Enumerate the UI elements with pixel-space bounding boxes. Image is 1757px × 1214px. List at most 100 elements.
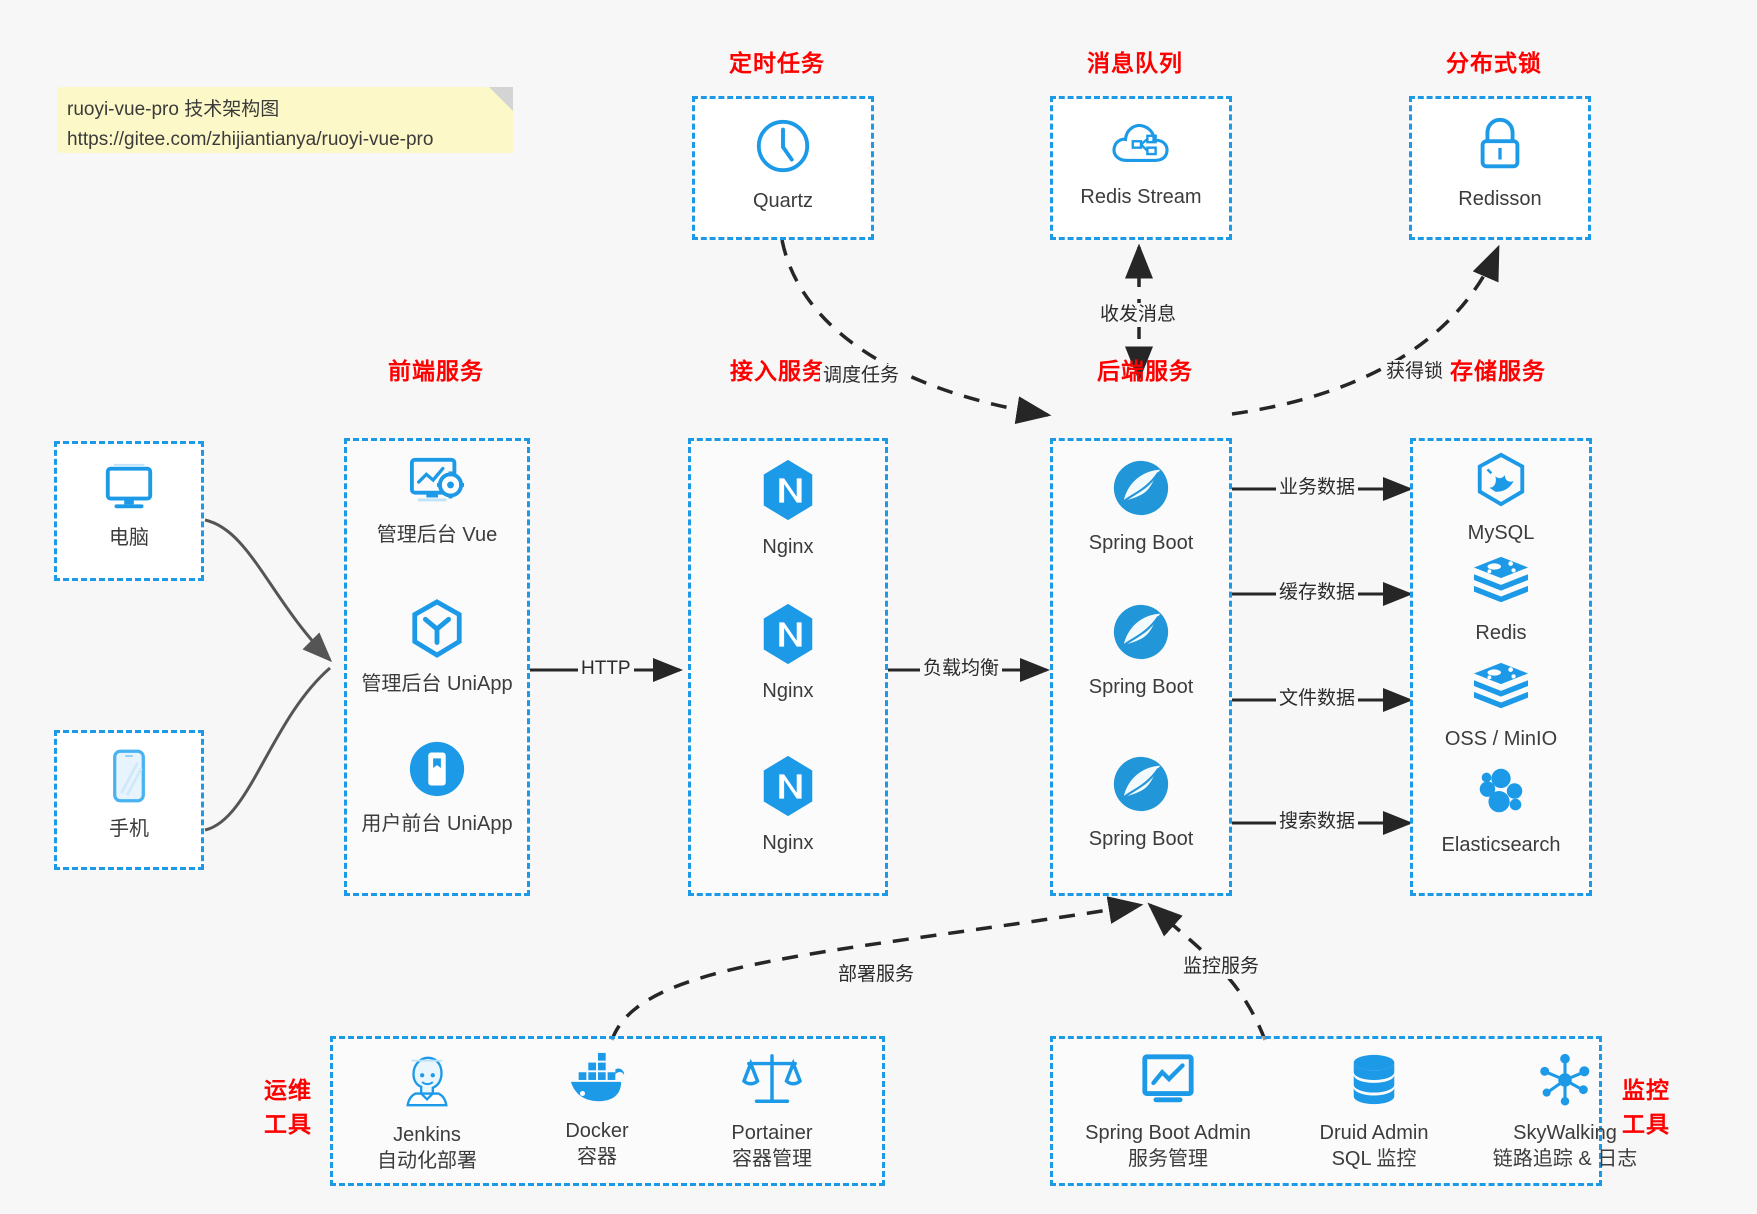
node-label: Elasticsearch	[1441, 834, 1561, 856]
node-admin-vue[interactable]: 管理后台 Vue	[347, 455, 527, 548]
backend-box: Spring Boot Spring Boot Spring Boot	[1050, 438, 1232, 896]
node-portainer[interactable]: Portainer 容器管理	[687, 1051, 857, 1172]
node-jenkins[interactable]: Jenkins 自动化部署	[347, 1051, 507, 1174]
nginx-icon	[691, 457, 885, 528]
monitor-chart-icon	[1063, 1051, 1273, 1114]
node-nginx-3[interactable]: Nginx	[691, 753, 885, 856]
spring-boot-icon	[1053, 457, 1229, 524]
node-label: Druid Admin	[1319, 1122, 1429, 1144]
devops-title-line1: 运维	[264, 1077, 312, 1103]
node-nginx-1[interactable]: Nginx	[691, 457, 885, 560]
edge-label-monitor-service: 监控服务	[1180, 955, 1263, 979]
node-spring-boot-admin[interactable]: Spring Boot Admin 服务管理	[1063, 1051, 1273, 1172]
node-label: Spring Boot Admin	[1085, 1122, 1251, 1144]
node-label: 管理后台 Vue	[376, 524, 498, 546]
database-stack-icon	[1289, 1051, 1459, 1114]
node-sublabel: 容器	[577, 1146, 617, 1168]
node-label: Nginx	[762, 832, 814, 854]
node-label: 用户前台 UniApp	[361, 813, 513, 835]
node-redisson[interactable]: Redisson	[1412, 115, 1588, 212]
node-label: Jenkins	[393, 1124, 461, 1146]
padlock-icon	[1412, 115, 1588, 180]
node-label: Nginx	[762, 680, 814, 702]
node-spring-boot-1[interactable]: Spring Boot	[1053, 457, 1229, 556]
node-elasticsearch[interactable]: Elasticsearch	[1413, 763, 1589, 858]
edge-label-schedule-task: 调度任务	[820, 364, 903, 388]
node-label: Redisson	[1458, 188, 1542, 210]
node-label: 手机	[109, 818, 149, 840]
node-label: Spring Boot	[1088, 532, 1194, 554]
edge-label-deploy-service: 部署服务	[835, 963, 918, 987]
portainer-icon	[687, 1051, 857, 1114]
node-label: OSS / MinIO	[1444, 728, 1558, 750]
node-skywalking[interactable]: SkyWalking 链路追踪 & 日志	[1465, 1051, 1665, 1172]
note-url: https://gitee.com/zhijiantianya/ruoyi-vu…	[67, 129, 434, 150]
nginx-icon	[691, 753, 885, 824]
node-docker[interactable]: Docker 容器	[517, 1051, 677, 1170]
node-druid-admin[interactable]: Druid Admin SQL 监控	[1289, 1051, 1459, 1172]
clock-icon	[695, 115, 871, 182]
dashboard-gear-icon	[347, 455, 527, 516]
frontend-box: 管理后台 Vue 管理后台 UniApp 用户前台 UniApp	[344, 438, 530, 896]
devops-title-line2: 工具	[264, 1111, 312, 1137]
node-user-uniapp[interactable]: 用户前台 UniApp	[347, 738, 527, 837]
edge-label-file-data: 文件数据	[1276, 687, 1359, 711]
node-sublabel: 容器管理	[732, 1148, 812, 1170]
edge-label-business-data: 业务数据	[1276, 476, 1359, 500]
group-title-storage: 存储服务	[1450, 358, 1546, 384]
note-title: ruoyi-vue-pro 技术架构图	[67, 99, 280, 120]
node-label: Spring Boot	[1088, 676, 1194, 698]
jenkins-icon	[347, 1051, 507, 1116]
node-oss-minio[interactable]: OSS / MinIO	[1413, 659, 1589, 752]
node-desktop[interactable]: 电脑	[57, 460, 201, 551]
node-label: Docker	[565, 1120, 629, 1142]
node-spring-boot-2[interactable]: Spring Boot	[1053, 601, 1229, 700]
skywalking-icon	[1465, 1051, 1665, 1114]
spring-boot-icon	[1053, 753, 1229, 820]
node-label: Nginx	[762, 536, 814, 558]
monitor-title-line2: 工具	[1622, 1111, 1670, 1137]
storage-box: MySQL Redis	[1410, 438, 1592, 896]
spring-boot-icon	[1053, 601, 1229, 668]
edge-label-send-receive-msg: 收发消息	[1097, 303, 1180, 327]
node-quartz[interactable]: Quartz	[695, 115, 871, 214]
node-label: Redis	[1475, 622, 1527, 644]
node-phone[interactable]: 手机	[57, 747, 201, 842]
monitor-title-line1: 监控	[1622, 1077, 1670, 1103]
node-mysql[interactable]: MySQL	[1413, 451, 1589, 546]
edge-label-http: HTTP	[578, 657, 634, 681]
edge-label-cache-data: 缓存数据	[1276, 581, 1359, 605]
client-desktop-box: 电脑	[54, 441, 204, 581]
node-label: 电脑	[109, 527, 149, 549]
node-sublabel: 自动化部署	[377, 1150, 477, 1172]
node-admin-uniapp[interactable]: 管理后台 UniApp	[347, 598, 527, 697]
redis-icon	[1413, 659, 1589, 720]
mobile-app-icon	[347, 738, 527, 805]
node-label: SkyWalking	[1513, 1122, 1617, 1144]
mysql-icon	[1413, 451, 1589, 514]
scheduler-box: Quartz	[692, 96, 874, 240]
node-spring-boot-3[interactable]: Spring Boot	[1053, 753, 1229, 852]
group-title-monitor: 监控 工具	[1616, 1073, 1676, 1141]
node-label: Quartz	[752, 190, 814, 212]
node-sublabel: 链路追踪 & 日志	[1492, 1148, 1638, 1170]
group-title-frontend: 前端服务	[388, 358, 484, 384]
docker-icon	[517, 1051, 677, 1112]
node-label: MySQL	[1467, 522, 1535, 544]
nginx-icon	[691, 601, 885, 672]
note-folded-corner	[489, 87, 513, 111]
diagram-note: ruoyi-vue-pro 技术架构图 https://gitee.com/zh…	[57, 87, 513, 153]
node-nginx-2[interactable]: Nginx	[691, 601, 885, 704]
node-redis-stream[interactable]: Redis Stream	[1053, 115, 1229, 210]
node-redis[interactable]: Redis	[1413, 553, 1589, 646]
node-label: Redis Stream	[1080, 186, 1202, 208]
gateway-box: Nginx Nginx Nginx	[688, 438, 888, 896]
group-title-devops: 运维 工具	[258, 1073, 318, 1141]
node-sublabel: SQL 监控	[1331, 1148, 1417, 1170]
mq-box: Redis Stream	[1050, 96, 1232, 240]
edge-label-search-data: 搜索数据	[1276, 810, 1359, 834]
phone-icon	[57, 747, 201, 810]
redis-icon	[1413, 553, 1589, 614]
monitor-box: Spring Boot Admin 服务管理 Druid Admin SQL 监…	[1050, 1036, 1637, 1186]
